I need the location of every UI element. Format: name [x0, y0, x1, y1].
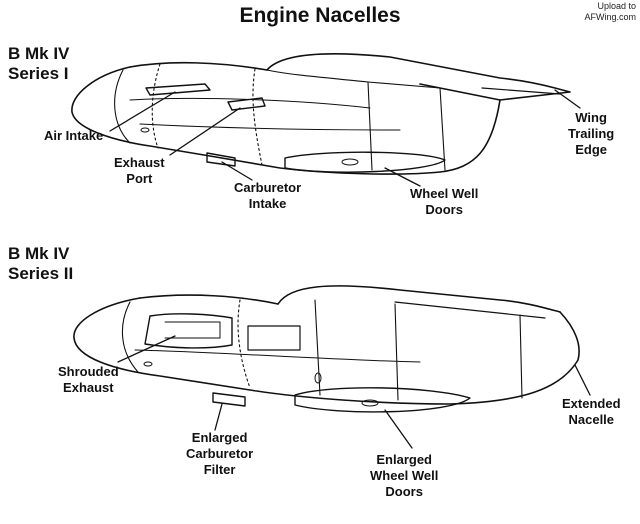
label-enlarged-wheel-well-line-1: Enlarged	[376, 452, 432, 467]
label-exhaust-port: Exhaust Port	[114, 155, 165, 187]
series1-nacelle	[71, 53, 571, 175]
series1-wing-inner	[266, 69, 501, 101]
series1-wheel-well-doors	[284, 151, 446, 173]
leader-carburetor-intake	[221, 161, 253, 181]
label-carburetor-filter: Enlarged Carburetor Filter	[186, 430, 253, 478]
label-shrouded-exhaust: Shrouded Exhaust	[58, 364, 119, 396]
diagram-title: Engine Nacelles	[239, 4, 401, 27]
series2-detail-2	[314, 372, 322, 384]
series1-bay-line	[367, 81, 373, 171]
leader-wheel-well-doors	[384, 167, 421, 187]
leader-shrouded-exhaust	[117, 335, 176, 363]
leader-wing-trailing-edge	[554, 89, 581, 109]
label-shrouded-line-2: Exhaust	[63, 380, 114, 395]
leader-extended-nacelle	[574, 364, 591, 396]
series2-wing-fairing	[277, 285, 561, 313]
series1-bay-line-2	[439, 87, 446, 171]
label-extended-line-1: Extended	[562, 396, 621, 411]
label-enlarged-wheel-well-line-2: Wheel Well	[370, 468, 439, 483]
series2-cowl-line-1	[121, 301, 139, 373]
series1-panel-line-2	[139, 123, 401, 131]
series2-heading-line-1: B Mk IV	[8, 244, 70, 263]
series2-nacelle-body	[73, 297, 580, 405]
series1-wing-edge	[481, 87, 561, 95]
series1-air-intake	[145, 83, 211, 96]
series2-door-handle	[361, 399, 379, 407]
label-filter-line-2: Carburetor	[186, 446, 254, 461]
watermark-line-2: AFWing.com	[584, 12, 636, 22]
label-air-intake: Air Intake	[44, 128, 103, 144]
series1-heading: B Mk IV Series I	[8, 44, 69, 84]
series1-detail	[140, 127, 150, 133]
label-wheel-well-doors: Wheel Well Doors	[410, 186, 478, 218]
series1-heading-line-2: Series I	[8, 64, 69, 83]
leader-enlarged-wheel-well	[384, 409, 413, 449]
label-enlarged-wheel-well-line-3: Doors	[385, 484, 423, 499]
label-shrouded-line-1: Shrouded	[58, 364, 119, 379]
series1-cowl-line-1	[114, 69, 131, 144]
watermark: Upload to AFWing.com	[584, 1, 636, 23]
label-wing-line-3: Edge	[575, 142, 608, 157]
label-wing-trailing-edge: Wing Trailing Edge	[568, 110, 614, 158]
series2-bay-line	[394, 303, 399, 401]
series1-nacelle-body	[71, 66, 501, 175]
series1-door-handle	[341, 158, 359, 166]
series2-heading: B Mk IV Series II	[8, 244, 73, 284]
series2-top-line	[139, 294, 279, 305]
label-exhaust-port-line-2: Port	[126, 171, 153, 186]
leader-carburetor-filter	[214, 403, 223, 431]
leader-lines	[109, 89, 591, 449]
label-wheel-well-line-2: Doors	[425, 202, 463, 217]
label-carburetor-line-1: Carburetor	[234, 180, 302, 195]
label-carburetor-intake: Carburetor Intake	[234, 180, 301, 212]
series2-detail	[143, 361, 153, 367]
watermark-line-1: Upload to	[597, 1, 636, 11]
label-wing-line-2: Trailing	[568, 126, 615, 141]
leader-exhaust-port	[169, 107, 241, 156]
series1-cowl-line-3	[252, 68, 263, 166]
label-extended-line-2: Nacelle	[568, 412, 615, 427]
series2-wing-edge	[394, 301, 546, 319]
label-filter-line-1: Enlarged	[191, 430, 248, 445]
series2-bay-line-3	[314, 299, 321, 396]
label-enlarged-wheel-well-doors: Enlarged Wheel Well Doors	[370, 452, 438, 500]
label-exhaust-port-line-1: Exhaust	[114, 155, 165, 170]
series2-side-panel	[247, 325, 301, 351]
label-extended-nacelle: Extended Nacelle	[562, 396, 621, 428]
series1-exhaust-port	[227, 97, 266, 111]
series2-shrouded-exhaust	[144, 313, 233, 349]
series2-wheel-well-doors	[294, 387, 471, 413]
label-wing-line-1: Wing	[575, 110, 607, 125]
series1-wing-fairing	[266, 53, 571, 101]
label-filter-line-3: Filter	[203, 462, 236, 477]
series2-carburetor-filter	[212, 392, 246, 407]
series2-cowl-line-2	[237, 299, 251, 389]
series1-heading-line-1: B Mk IV	[8, 44, 70, 63]
label-carburetor-line-2: Intake	[248, 196, 287, 211]
series2-panel-line	[134, 349, 421, 363]
series1-carburetor-intake	[206, 152, 236, 167]
series2-shroud-inner	[164, 321, 221, 339]
series2-heading-line-2: Series II	[8, 264, 74, 283]
label-air-intake-text: Air Intake	[44, 128, 104, 143]
label-wheel-well-line-1: Wheel Well	[410, 186, 479, 201]
series1-top-line	[129, 61, 268, 71]
series2-nacelle	[73, 285, 580, 413]
series2-bay-line-2	[519, 314, 523, 399]
series1-cowl-line-2	[151, 63, 161, 149]
leader-air-intake	[109, 91, 176, 132]
